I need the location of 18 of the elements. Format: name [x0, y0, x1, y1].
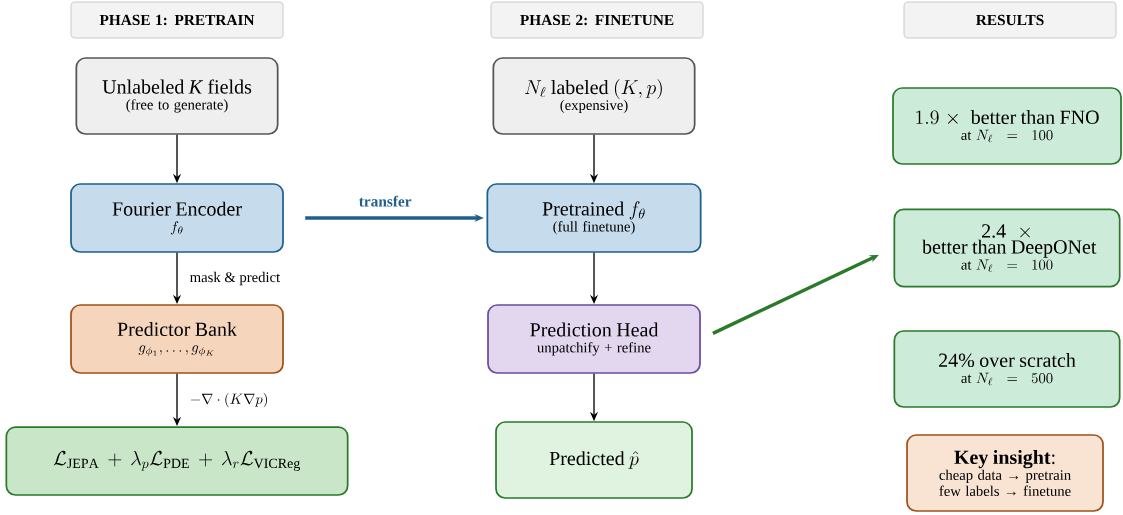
result-box: $\text{2.4}\times\text{ better than DeepONet}$ $\text{at }N_\ell = 100$	[893, 208, 1121, 288]
process-box: Prediction Head unpatchify + refine	[487, 304, 701, 374]
insight-box: Key insight: cheap data → pretrain few labels → finetune	[906, 434, 1104, 512]
process-box: $\text{}N_\ell\text{ labeled }(K,p)$ (expensive)	[492, 57, 696, 135]
header-box: PHASE 2: FINETUNE	[490, 1, 704, 39]
result-box: $1.9\times\text{ better than FNO}$ $\text{at }N_\ell = 100$	[892, 87, 1122, 165]
edge-label: $-\nabla\cdot(K\nabla p)$	[190, 392, 267, 408]
process-box: Predictor Bank $g_{\phi_1},\ldots,g_{\phi_K}$	[70, 304, 284, 374]
edge-label: transfer	[359, 195, 412, 207]
process-box: Fourier Encoder $f_\theta$	[70, 183, 284, 253]
process-box: Unlabeled K fields (free to generate)	[75, 57, 279, 135]
loss-box: $\mathcal{L}_{\mathrm{JEPA}} + \lambda_p\mathcal{L}_{\mathrm{PDE}} + \lambda_r\mathcal{L}_{\mathrm{VICReg}}$	[5, 426, 349, 496]
edge-label: mask & predict	[190, 271, 281, 286]
result-box: $\text{24\% over scratch}$ $\text{at }N_\ell = 500$	[893, 330, 1121, 408]
header-box: PHASE 1: PRETRAIN	[70, 1, 284, 39]
header-box: RESULTS	[903, 1, 1117, 39]
process-box: $\text{Pretrained }f_\theta$ (full finetune)	[486, 183, 702, 253]
output-box: $\text{Predicted }\hat{p}$	[495, 421, 693, 499]
